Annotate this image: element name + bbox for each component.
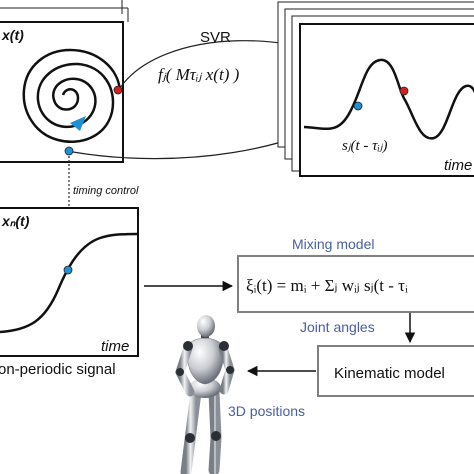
figure-head <box>197 315 215 337</box>
spiral-trajectory <box>22 48 122 144</box>
mixing-model-box <box>237 255 474 313</box>
svr-formula: fⱼ( Mτᵢⱼ x(t) ) <box>158 65 240 84</box>
mixing-model: Mixing model ξᵢ(t) = mᵢ + Σⱼ wᵢⱼ sⱼ(t - … <box>237 236 474 313</box>
humanoid-figure <box>175 315 235 474</box>
nonperiodic-panel-frame <box>0 207 139 357</box>
kinematic-model-label: Kinematic model <box>334 365 445 382</box>
nonperiodic-panel-label: xₙ(t) <box>1 213 30 229</box>
joint-angles-label: Joint angles <box>300 319 375 335</box>
kinematic-model-box <box>317 345 474 397</box>
signal-stack-panel: sⱼ(t - τᵢⱼ) time <box>277 1 474 177</box>
svr-mapping: SVR fⱼ( Mτᵢⱼ x(t) ) <box>72 29 404 160</box>
signal-time-label: time <box>444 157 472 174</box>
nonperiodic-time-label: time <box>101 338 129 355</box>
positions-3d-label: 3D positions <box>228 403 305 419</box>
timing-control-label: timing control <box>73 185 139 197</box>
oscillation-curve <box>303 58 474 140</box>
nonperiodic-panel: xₙ(t) time on-periodic signal <box>0 207 139 378</box>
signal-panel-frame <box>299 23 474 177</box>
sigmoid-curve <box>0 232 139 334</box>
signal-point-red <box>399 86 409 96</box>
periodic-panel: x(t) <box>0 0 129 163</box>
signal-label: sⱼ(t - τᵢⱼ) <box>342 138 387 154</box>
periodic-panel-label: x(t) <box>1 27 24 43</box>
kinematic-model: Kinematic model <box>317 345 474 397</box>
phase-point-blue <box>64 146 74 156</box>
nonperiodic-caption: on-periodic signal <box>0 361 116 378</box>
signal-point-blue <box>353 101 363 111</box>
spiral-direction-arrow-icon <box>70 116 86 131</box>
mixing-model-title: Mixing model <box>292 236 374 252</box>
mixing-model-equation: ξᵢ(t) = mᵢ + Σⱼ wᵢⱼ sⱼ(t - τᵢ <box>246 276 408 295</box>
periodic-panel-frame <box>0 21 124 163</box>
nonperiodic-point-blue <box>63 265 73 275</box>
